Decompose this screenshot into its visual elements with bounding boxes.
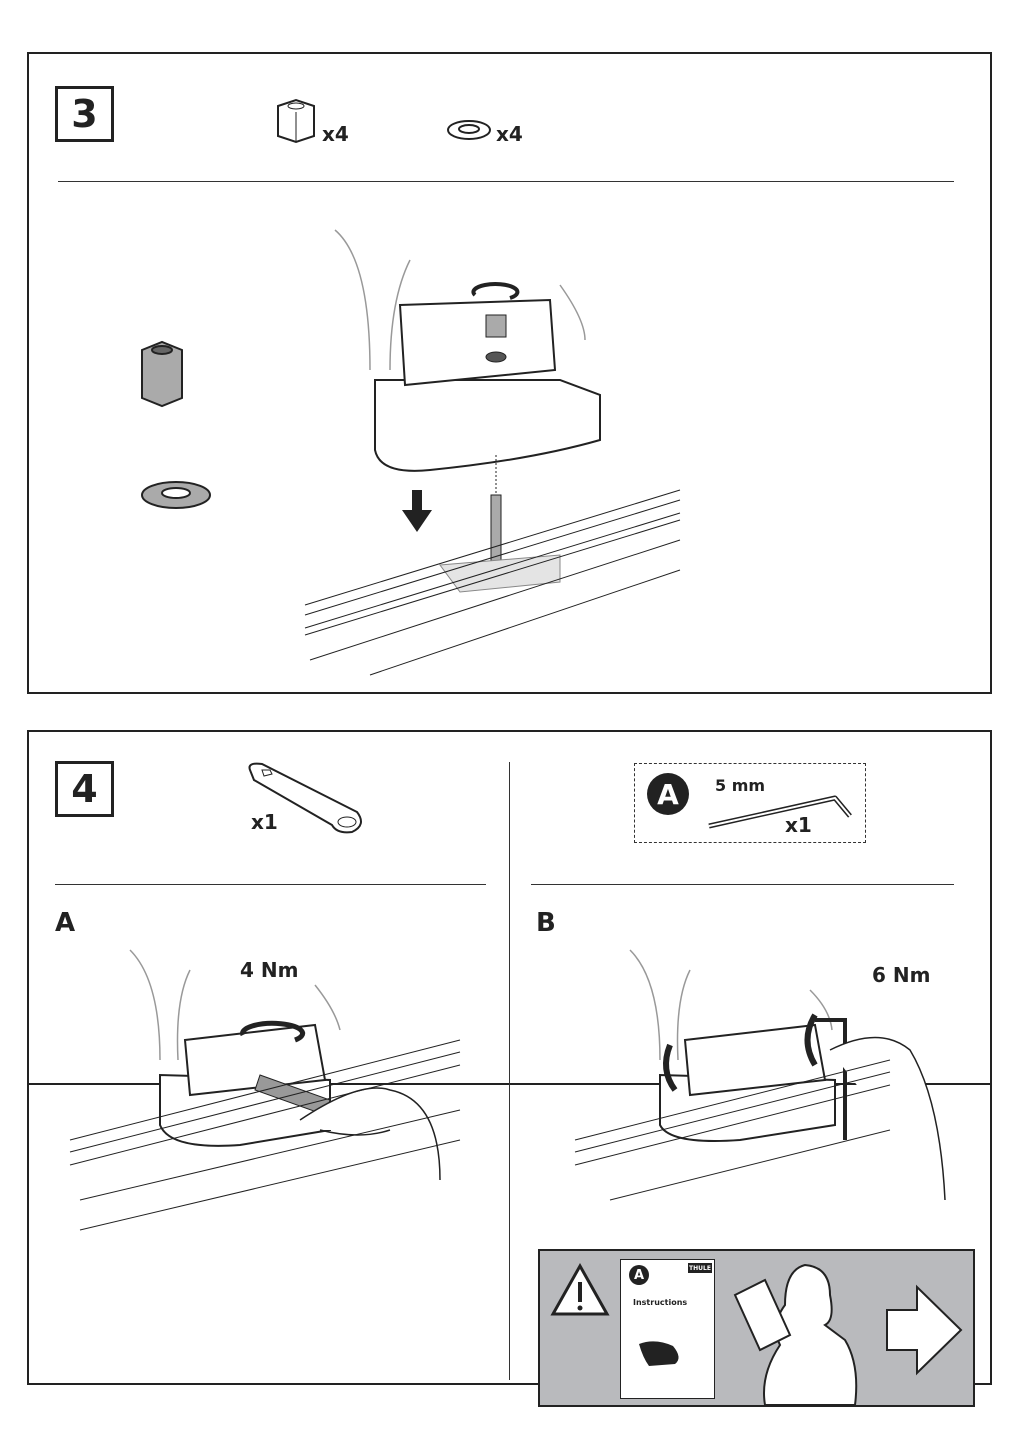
allen-key-size: 5 mm: [715, 776, 766, 795]
torque-a: 4 Nm: [240, 958, 299, 982]
large-washer-icon: [141, 481, 211, 509]
washer-quantity: x4: [496, 122, 523, 146]
substep-b-illustration: [574, 949, 946, 1201]
allen-key-quantity: x1: [785, 813, 812, 837]
badge-a: A: [647, 773, 689, 815]
divider: [531, 884, 954, 885]
wrench-quantity: x1: [251, 810, 278, 834]
step-3-panel: [27, 52, 992, 694]
person-reading-icon: [733, 1263, 858, 1406]
large-nut-icon: [141, 340, 183, 408]
allen-key-box: [634, 763, 866, 843]
step-4-panel-lower: [27, 1083, 992, 1385]
next-arrow-icon: [886, 1284, 963, 1376]
booklet-product-image: [639, 1341, 679, 1366]
torque-b: 6 Nm: [872, 963, 931, 987]
hex-nut-icon: [277, 98, 315, 144]
step-3-illustration: [141, 229, 681, 676]
divider: [55, 884, 486, 885]
allen-key-icon: [708, 795, 852, 829]
booklet-badge: A: [629, 1265, 649, 1285]
vertical-divider: [509, 762, 510, 1380]
divider: [58, 181, 954, 182]
substep-b-label: B: [536, 908, 556, 938]
down-arrow-icon: [402, 490, 432, 532]
substep-a-illustration: [69, 949, 461, 1231]
warning-icon: [550, 1262, 610, 1316]
substep-a-label: A: [55, 908, 76, 938]
booklet-title: Instructions: [633, 1298, 688, 1307]
wrench-tool-icon: [248, 762, 362, 834]
washer-icon: [447, 120, 491, 140]
brand-logo: THULE: [688, 1263, 712, 1273]
nut-quantity: x4: [322, 122, 349, 146]
step-number: 4: [55, 761, 114, 817]
step-number: 3: [55, 86, 114, 142]
